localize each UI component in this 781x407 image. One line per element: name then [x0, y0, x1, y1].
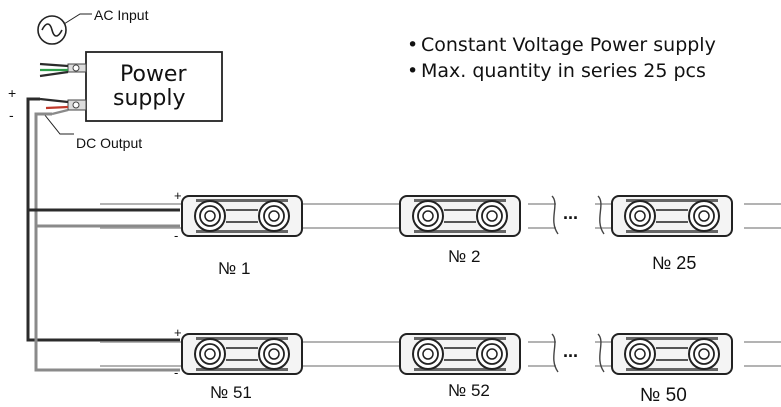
row1-plus-sign: +: [174, 188, 182, 203]
led-lens-icon: [194, 200, 226, 232]
module-label: № 51: [210, 383, 252, 402]
power-supply-box: [85, 51, 223, 122]
module-label: № 50: [640, 385, 687, 406]
led-lens-icon: [476, 200, 508, 232]
led-lens-icon: [412, 338, 444, 370]
led-lens-icon: [258, 338, 290, 370]
module-label: № 25: [652, 253, 697, 273]
ac-input-label: AC Input: [94, 7, 149, 23]
ac-terminals: [39, 62, 87, 78]
positive-bus-wire: [26, 97, 180, 342]
module-label: № 52: [448, 381, 490, 400]
note-item: •Max. quantity in series 25 pcs: [407, 62, 716, 88]
power-supply-label-line1: Power: [120, 62, 187, 87]
row2-plus-sign: +: [174, 325, 182, 340]
break-marks: [551, 195, 605, 373]
power-supply-label-line2: supply: [113, 86, 186, 111]
led-module: [611, 195, 733, 237]
led-lens-icon: [624, 338, 656, 370]
note-text: Constant Voltage Power supply: [421, 34, 716, 56]
ellipsis: ...: [563, 203, 579, 223]
row2-link-wires: [300, 341, 781, 367]
first-module-leads: [100, 203, 182, 367]
minus-sign: -: [9, 107, 14, 123]
dc-output-leader: [43, 113, 74, 135]
ac-input-leader: [63, 13, 92, 25]
led-module: [181, 333, 303, 375]
module-label: № 1: [218, 259, 251, 278]
led-module: [399, 333, 521, 375]
row1-link-wires: [300, 203, 781, 229]
led-lens-icon: [476, 338, 508, 370]
led-lens-icon: [194, 338, 226, 370]
led-lens-icon: [258, 200, 290, 232]
notes-list: •Constant Voltage Power supply •Max. qua…: [407, 36, 716, 88]
led-lens-icon: [624, 200, 656, 232]
led-module: [399, 195, 521, 237]
led-lens-icon: [688, 200, 720, 232]
module-label: № 2: [448, 247, 481, 266]
dc-output-label: DC Output: [76, 135, 143, 151]
led-module: [611, 333, 733, 375]
note-text: Max. quantity in series 25 pcs: [421, 60, 706, 82]
note-item: •Constant Voltage Power supply: [407, 36, 716, 62]
ellipsis: ...: [563, 341, 579, 361]
row1-minus-sign: -: [174, 228, 179, 243]
bullet-mark: •: [407, 34, 419, 56]
ac-source-icon: [37, 15, 67, 45]
dc-terminals: [39, 97, 87, 116]
led-lens-icon: [688, 338, 720, 370]
plus-sign: +: [8, 85, 17, 101]
led-lens-icon: [412, 200, 444, 232]
row2-minus-sign: -: [174, 365, 179, 380]
led-modules: [181, 195, 733, 375]
negative-bus-wire: [34, 112, 180, 372]
led-module: [181, 195, 303, 237]
bullet-mark: •: [407, 60, 419, 82]
